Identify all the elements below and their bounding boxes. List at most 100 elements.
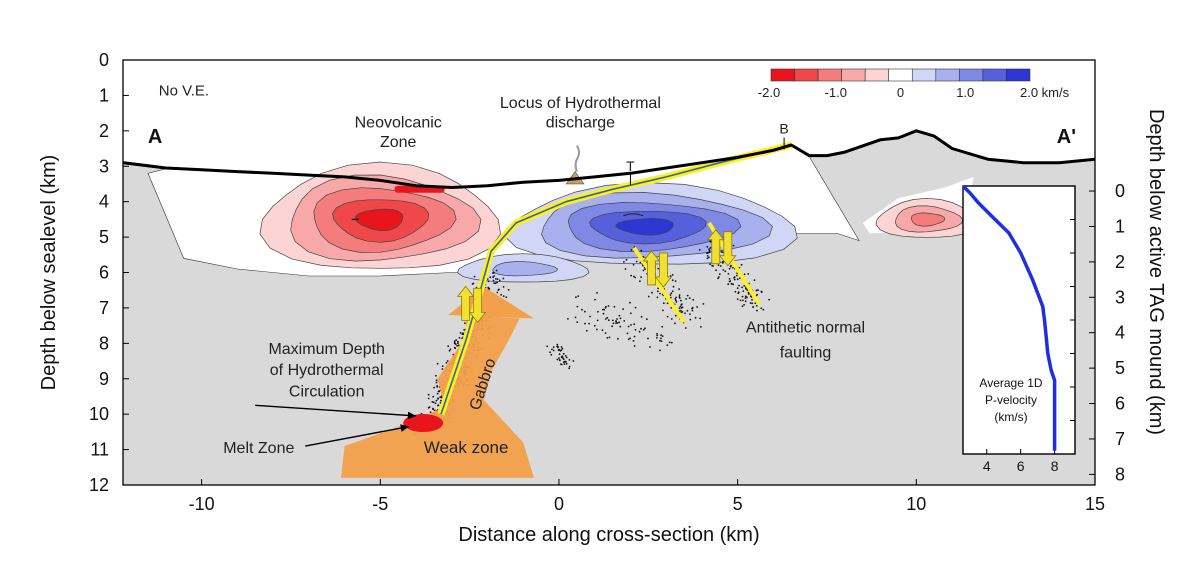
seismic-event (659, 339, 661, 342)
inset-title-line: P-velocity (985, 393, 1037, 407)
seismic-event (562, 352, 565, 355)
seismic-event (448, 349, 451, 352)
seismic-event (632, 263, 635, 266)
seismic-event (619, 325, 622, 328)
seismic-event (558, 359, 561, 361)
seismic-event (674, 314, 677, 317)
seismic-event (718, 273, 721, 275)
seismic-event (633, 275, 635, 278)
seismic-event (656, 296, 659, 299)
seismic-event (496, 281, 499, 284)
seismic-event (561, 355, 564, 357)
circulation-arrow-head (407, 411, 417, 420)
seismic-event (717, 264, 720, 267)
seismic-event (453, 340, 456, 342)
fault-offset-arrow-antithetic-2-down (718, 231, 737, 267)
seismic-event (431, 401, 434, 403)
seismic-event (675, 301, 678, 303)
seismic-event (498, 288, 500, 291)
seismic-event (629, 301, 631, 304)
seismic-event (618, 321, 621, 324)
seismic-event (660, 334, 662, 336)
inset-x-tick-label: 4 (983, 458, 991, 474)
seismic-event (464, 322, 466, 324)
seismic-event (498, 279, 501, 282)
seismic-event (558, 348, 561, 351)
fault-offset-arrow-antithetic-1-down (654, 252, 673, 288)
seismic-event (691, 307, 693, 310)
seismic-event (604, 332, 607, 334)
seismic-event (702, 303, 705, 305)
seismic-event (732, 244, 735, 247)
seismic-event (564, 355, 567, 357)
seismic-event (674, 298, 677, 300)
seismic-event (670, 341, 673, 344)
seismic-event (597, 310, 599, 313)
seismic-event (435, 374, 437, 377)
seismic-event (594, 298, 596, 301)
seismic-event (549, 351, 551, 354)
seismic-event (646, 318, 648, 321)
seismic-event (436, 392, 439, 395)
seismic-event (681, 306, 684, 309)
seismic-event (461, 333, 464, 335)
seismic-event (440, 396, 443, 399)
seismic-event (616, 322, 619, 324)
seismic-event (576, 305, 579, 308)
profile-label-a: A (148, 126, 162, 148)
seismic-event (616, 318, 618, 320)
seismic-event (437, 404, 439, 407)
seismic-event (437, 398, 439, 400)
x-tick-label: -10 (189, 494, 215, 514)
seismic-event (756, 309, 758, 312)
seismic-event (557, 345, 559, 348)
seismic-event (727, 283, 730, 286)
seismic-event (666, 315, 669, 318)
colorbar-swatch (911, 68, 937, 82)
y-tick-label: 1 (99, 85, 109, 105)
seismic-event (656, 337, 658, 339)
seismic-event (689, 313, 691, 315)
seismic-event (747, 291, 750, 294)
antithetic-fault-1 (632, 246, 686, 324)
seismic-event (749, 302, 752, 304)
seismic-event (461, 337, 463, 340)
seismic-event (742, 299, 744, 302)
seismic-event (669, 275, 672, 277)
seismic-event (659, 292, 661, 295)
colorbar-swatch (841, 68, 866, 82)
colorbar-tick-label: -1.0 (825, 85, 847, 100)
y-tick-label: 10 (89, 404, 109, 424)
seismic-event (662, 309, 664, 312)
seismic-event (706, 255, 709, 257)
seismic-event (729, 265, 732, 268)
fault-offset-arrow-main-down (468, 287, 487, 324)
annotation-label: discharge (546, 114, 615, 131)
seismic-event (756, 293, 759, 296)
right-y-tick-label: 4 (1115, 323, 1125, 343)
seismic-event (445, 361, 448, 364)
seismic-event (684, 327, 687, 329)
seismic-event (739, 299, 742, 302)
x-axis-label: Distance along cross-section (km) (458, 524, 759, 546)
seismic-event (612, 322, 615, 325)
weak-zone-label: Weak zone (424, 438, 509, 457)
seismic-event (603, 308, 606, 311)
seismic-event (670, 292, 673, 295)
seismic-event (439, 402, 442, 404)
seismic-event (427, 397, 430, 400)
seismic-event (656, 334, 659, 337)
seismic-event (709, 263, 711, 266)
seismic-event (630, 274, 632, 277)
seismic-event (730, 283, 733, 285)
detachment-fault-axis (440, 144, 792, 415)
seismic-event (634, 306, 637, 309)
seismic-event (605, 305, 607, 308)
seismic-event (719, 265, 722, 267)
seismic-event (435, 399, 438, 402)
seismic-event (436, 362, 439, 365)
fault-offset-arrow-main-up (456, 285, 475, 321)
seismic-event (675, 299, 677, 302)
seismic-event (742, 290, 745, 292)
